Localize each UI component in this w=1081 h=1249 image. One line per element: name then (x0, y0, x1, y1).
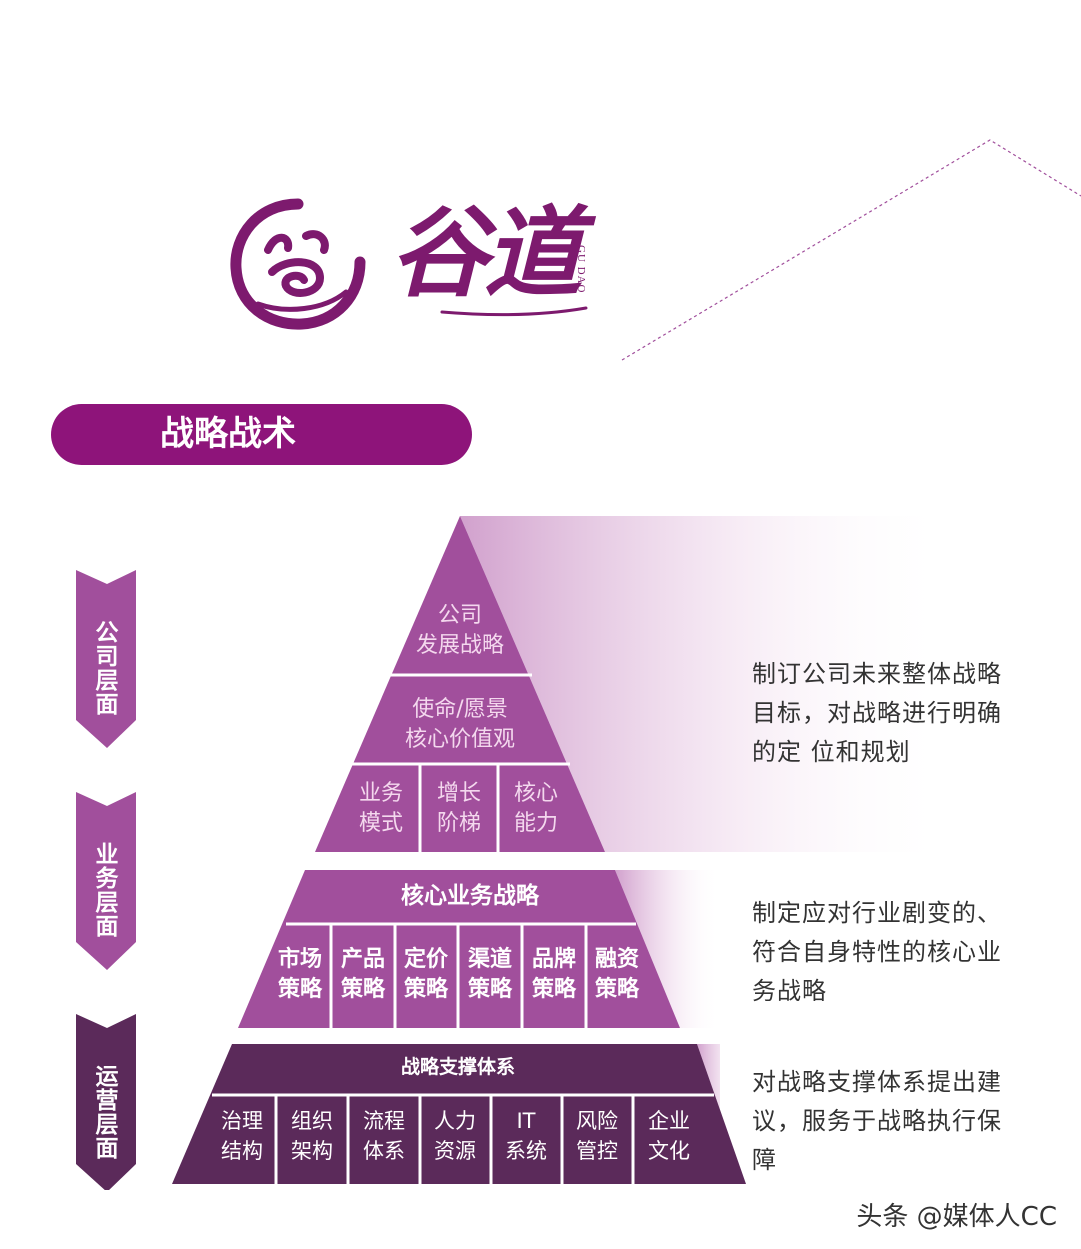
top-cell-1: 业务模式 (359, 781, 403, 836)
desc-company-level: 制订公司未来整体战略目标，对战略进行明确的定 位和规划 (752, 660, 1002, 766)
middle-cell-5: 品牌策略 (532, 946, 577, 1002)
middle-cell-4: 渠道策略 (468, 946, 513, 1002)
bottom-cell-6: 风险管控 (576, 1109, 618, 1163)
top-cell-3: 核心能力 (514, 781, 558, 836)
level-label-business: 业务层面 (91, 842, 117, 938)
level-arrows (76, 570, 136, 1190)
tier-bottom (172, 1044, 746, 1184)
mission-label: 使命/愿景核心价值观 (405, 697, 515, 752)
pyramid-shadow (460, 516, 950, 852)
level-label-company: 公司层面 (91, 620, 117, 716)
logo-emblem (230, 198, 366, 330)
middle-cell-2: 产品策略 (341, 947, 386, 1002)
apex-label: 公司发展战略 (416, 603, 504, 658)
tier-top (315, 516, 605, 852)
bottom-cell-3: 流程体系 (363, 1109, 405, 1163)
desc-operations-level: 对战略支撑体系提出建议，服务于战略执行保障 (752, 1068, 1002, 1174)
bottom-cell-2: 组织架构 (291, 1109, 333, 1163)
bottom-cell-1: 治理结构 (221, 1109, 263, 1163)
logo-latin: GU DAO (575, 245, 587, 294)
logo-name: 谷道 (390, 196, 582, 311)
middle-cell-1: 市场策略 (278, 946, 323, 1002)
watermark: 头条 @媒体人CC (856, 1202, 1057, 1232)
bottom-title: 战略支撑体系 (401, 1055, 515, 1078)
middle-cell-3: 定价策略 (404, 946, 449, 1002)
logo-underline (440, 306, 588, 317)
level-label-operations: 运营层面 (91, 1064, 117, 1160)
desc-business-level: 制定应对行业剧变的、 符合自身特性的核心业务战略 (752, 899, 1002, 1005)
top-cell-2: 增长阶梯 (437, 781, 481, 836)
bottom-cell-4: 人力资源 (434, 1109, 476, 1163)
bottom-cell-7: 企业文化 (648, 1109, 690, 1163)
section-title: 战略战术 (160, 414, 296, 454)
middle-title: 核心业务战略 (401, 882, 540, 909)
middle-cell-6: 融资策略 (595, 947, 640, 1002)
section-header-pill (51, 404, 472, 465)
pyramid-shadow-middle (615, 870, 720, 1028)
